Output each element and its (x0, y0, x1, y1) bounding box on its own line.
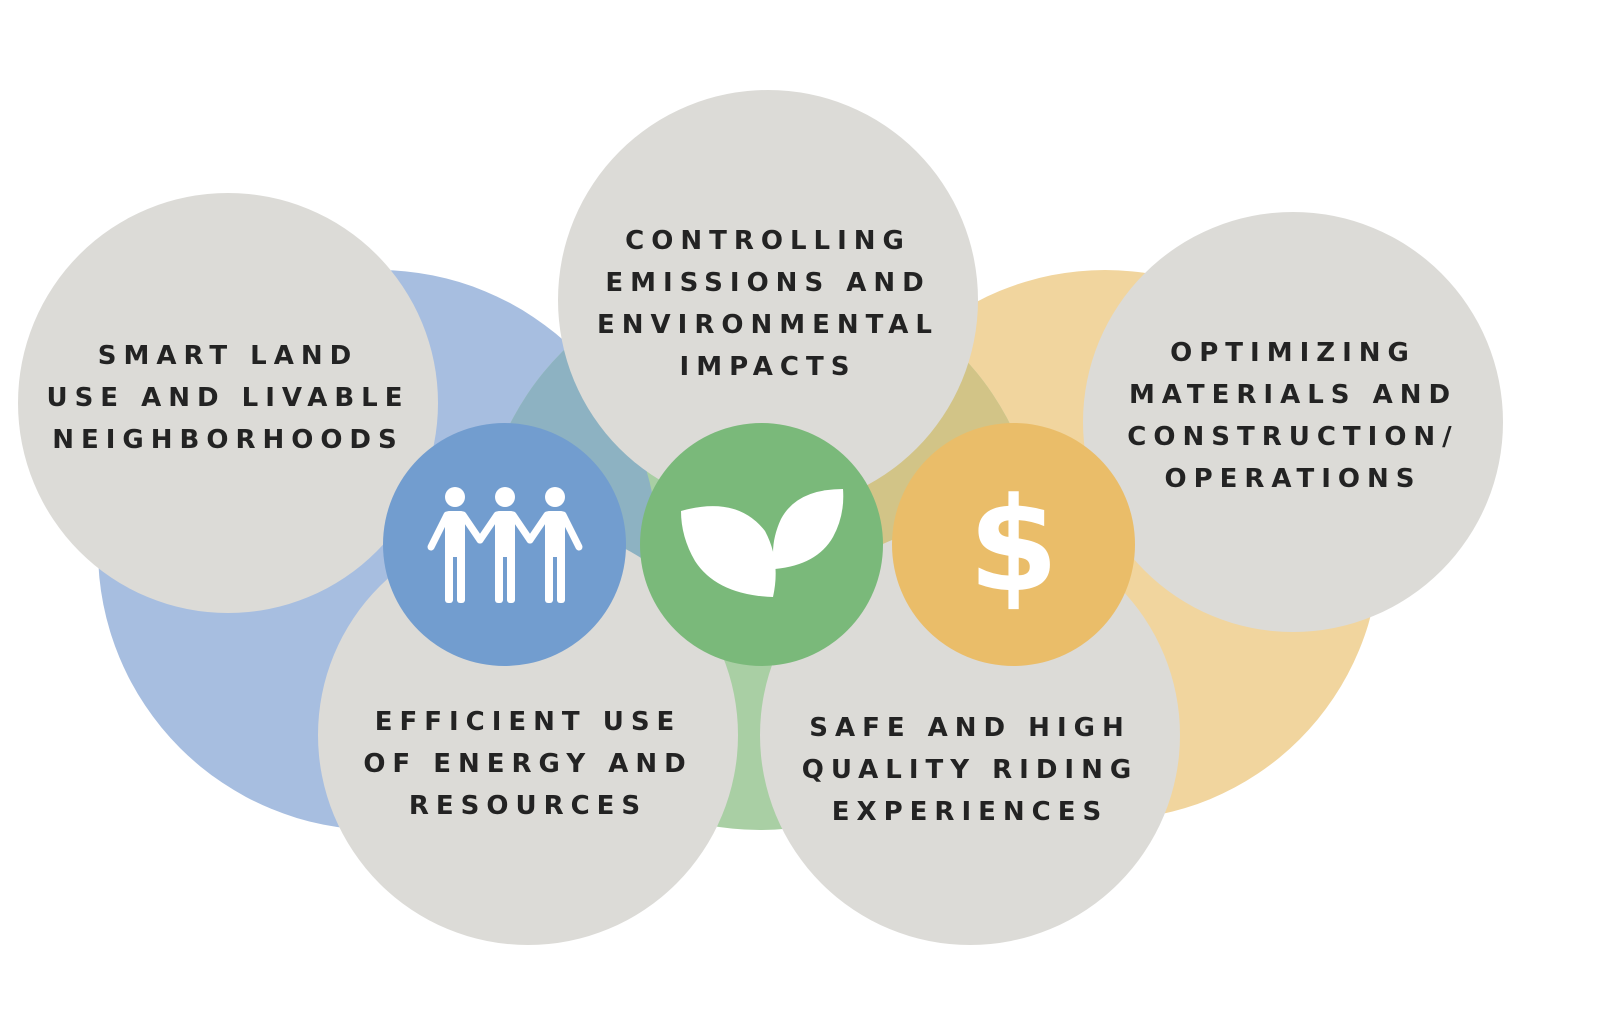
label-line: QUALITY RIDING (801, 755, 1139, 785)
label-line: ENVIRONMENTAL (597, 310, 939, 340)
dollar-icon: $ (968, 468, 1059, 621)
label-line: OF ENERGY AND (363, 749, 693, 779)
environmental-icon-circle (640, 423, 883, 666)
label-line: OPTIMIZING (1170, 338, 1416, 368)
label-line: CONSTRUCTION/ (1127, 422, 1459, 452)
goal-smart-land-use-label: SMART LAND USE AND LIVABLE NEIGHBORHOODS (18, 335, 438, 461)
label-line: NEIGHBORHOODS (52, 425, 404, 455)
leaves-icon (680, 488, 843, 597)
label-line: RESOURCES (408, 791, 648, 821)
goal-optimizing-materials-label: OPTIMIZING MATERIALS AND CONSTRUCTION/ O… (1083, 332, 1503, 500)
label-line: EXPERIENCES (831, 797, 1109, 827)
goal-controlling-emissions: CONTROLLING EMISSIONS AND ENVIRONMENTAL … (558, 90, 978, 510)
label-line: OPERATIONS (1164, 464, 1422, 494)
social-icon-circle (383, 423, 626, 666)
people-icon (427, 486, 582, 603)
label-line: EFFICIENT USE (374, 707, 682, 737)
label-line: CONTROLLING (625, 226, 911, 256)
goal-efficient-energy-label: EFFICIENT USE OF ENERGY AND RESOURCES (318, 701, 738, 827)
goal-safe-riding-label: SAFE AND HIGH QUALITY RIDING EXPERIENCES (760, 707, 1180, 833)
goal-smart-land-use: SMART LAND USE AND LIVABLE NEIGHBORHOODS (18, 193, 438, 613)
label-line: MATERIALS AND (1128, 380, 1458, 410)
label-line: SMART LAND (97, 341, 359, 371)
label-line: SAFE AND HIGH (809, 713, 1131, 743)
goal-controlling-emissions-label: CONTROLLING EMISSIONS AND ENVIRONMENTAL … (558, 220, 978, 388)
goal-optimizing-materials: OPTIMIZING MATERIALS AND CONSTRUCTION/ O… (1083, 212, 1503, 632)
label-line: EMISSIONS AND (605, 268, 931, 298)
label-line: IMPACTS (679, 352, 857, 382)
economic-icon-circle: $ (892, 423, 1135, 666)
label-line: USE AND LIVABLE (46, 383, 410, 413)
